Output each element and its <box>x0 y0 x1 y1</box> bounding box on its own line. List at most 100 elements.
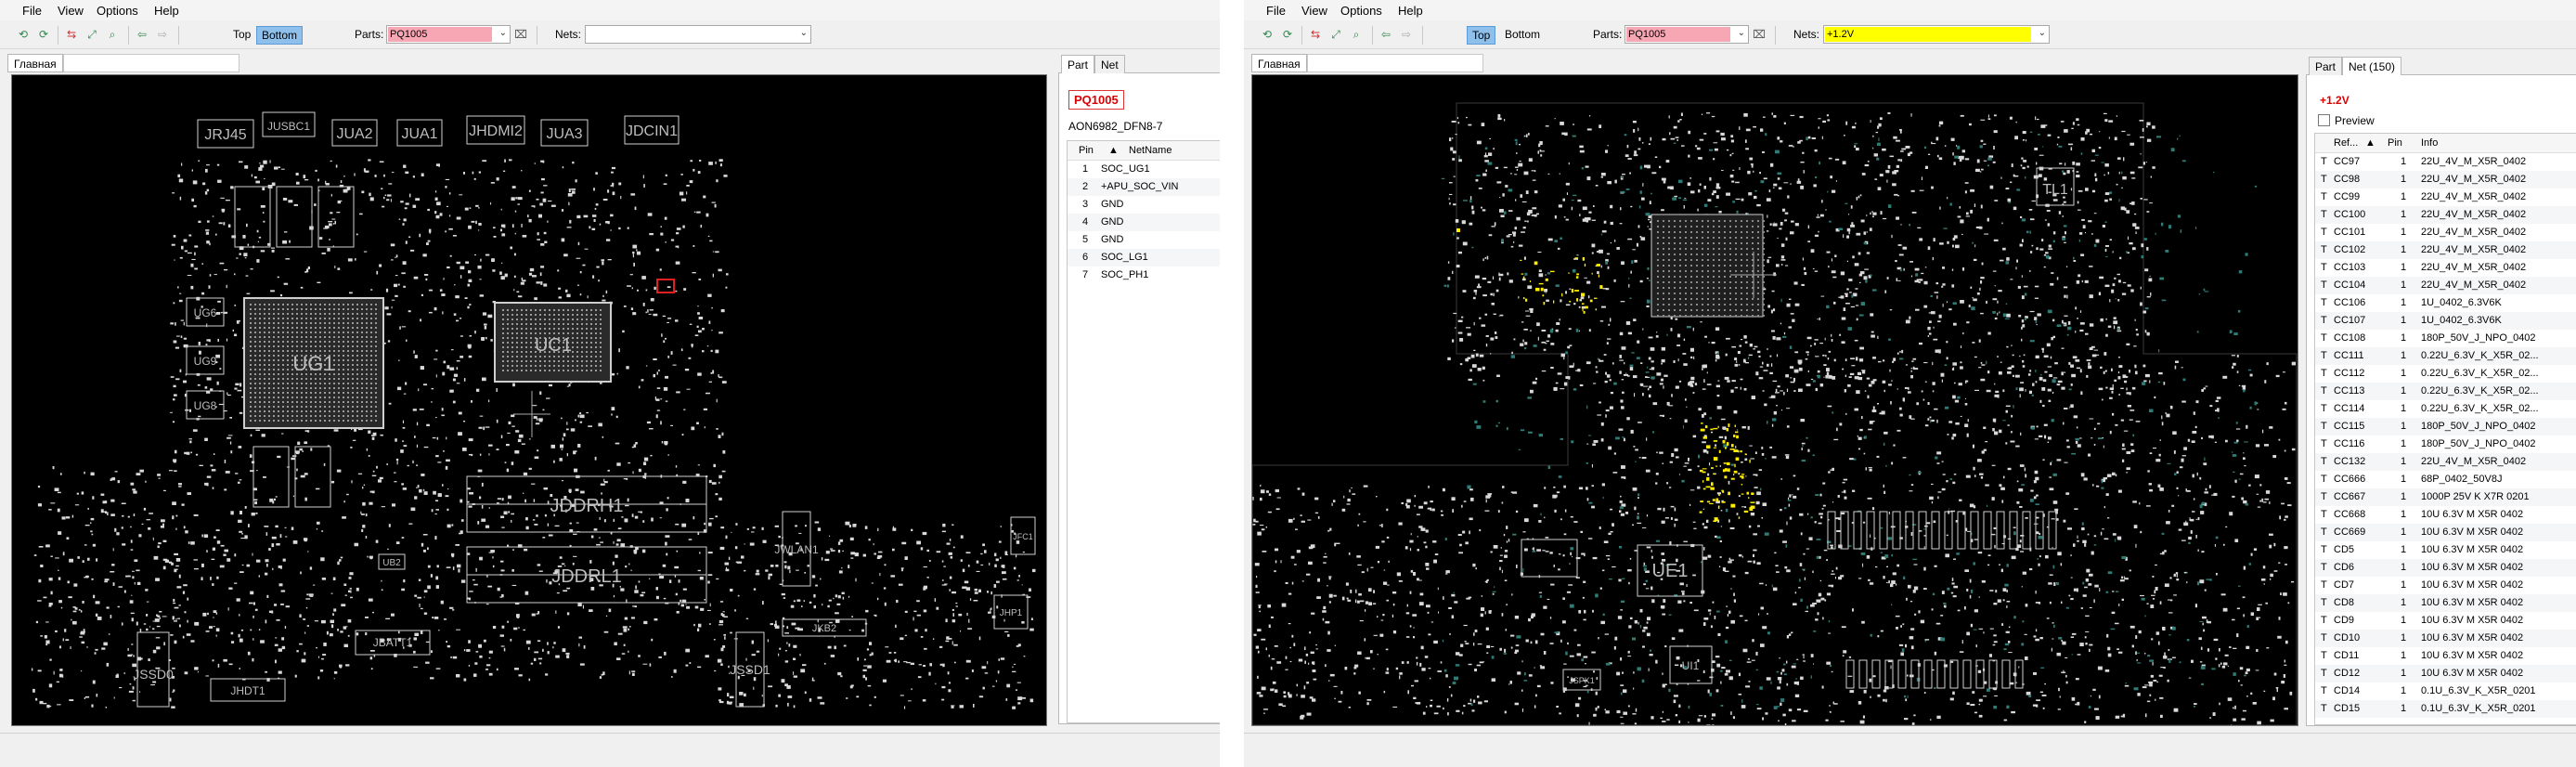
pad <box>578 643 580 647</box>
pin-number: 7 <box>1082 269 1089 280</box>
zoom-in-icon[interactable]: ⟲ <box>18 28 29 41</box>
pad <box>2015 266 2017 270</box>
clear-filter-icon[interactable]: ⌧ <box>514 28 527 41</box>
pad <box>413 276 419 280</box>
chip-ball <box>530 346 532 348</box>
pad <box>2062 203 2065 205</box>
bga-ball <box>296 359 298 361</box>
side-bottom-button[interactable]: Bottom <box>256 26 304 45</box>
chevron-down-icon[interactable]: ⌄ <box>2038 28 2046 38</box>
pad <box>1506 235 1510 238</box>
menu-options[interactable]: Options <box>1340 4 1382 18</box>
pad <box>337 629 339 631</box>
parts-combo[interactable]: PQ1005 ⌄ <box>1625 25 1749 44</box>
menu-options[interactable]: Options <box>97 4 138 18</box>
connector-label: JUA1 <box>401 126 437 142</box>
tab-main[interactable]: Главная <box>1251 54 1307 72</box>
chip-ball <box>563 346 564 348</box>
forward-icon[interactable]: ⇨ <box>157 28 168 41</box>
zoom-out-icon[interactable]: ⟳ <box>1282 28 1293 41</box>
pad <box>598 422 602 427</box>
bga-ball <box>296 308 298 310</box>
menu-file[interactable]: File <box>1266 4 1286 18</box>
pad <box>1586 217 1591 221</box>
pad <box>1477 368 1482 371</box>
pad <box>1930 311 1935 315</box>
pad <box>1610 241 1612 244</box>
back-icon[interactable]: ⇦ <box>136 28 148 41</box>
menu-help[interactable]: Help <box>154 4 179 18</box>
pad <box>721 614 725 618</box>
pad <box>1810 249 1815 254</box>
pad <box>795 627 799 630</box>
chip-ball <box>539 314 541 316</box>
side-top-button[interactable]: Top <box>1467 26 1496 45</box>
side-top-button[interactable]: Top <box>233 28 252 41</box>
pad <box>445 465 448 470</box>
pad <box>1001 565 1005 568</box>
pad <box>419 233 421 238</box>
zoom-area-icon[interactable]: ⌕ <box>109 28 116 41</box>
zoom-in-icon[interactable]: ⟲ <box>1262 28 1273 41</box>
tab-main[interactable]: Главная <box>7 54 63 72</box>
pad <box>1473 321 1475 326</box>
menu-help[interactable]: Help <box>1398 4 1423 18</box>
pad <box>2052 231 2056 235</box>
pad <box>946 636 950 640</box>
parts-combo[interactable]: PQ1005 ⌄ <box>386 25 511 44</box>
bga-ball <box>324 364 326 366</box>
pad <box>281 637 285 641</box>
nets-combo[interactable]: +1.2V ⌄ <box>1823 25 2050 44</box>
pad <box>2146 211 2150 213</box>
chevron-down-icon[interactable]: ⌄ <box>1737 28 1745 38</box>
side-bottom-button[interactable]: Bottom <box>1505 28 1541 41</box>
chevron-down-icon[interactable]: ⌄ <box>498 28 507 38</box>
menu-view[interactable]: View <box>1301 4 1327 18</box>
back-icon[interactable]: ⇦ <box>1380 28 1392 41</box>
menu-view[interactable]: View <box>58 4 84 18</box>
bga-ball <box>264 341 265 343</box>
netname-column-header[interactable]: NetName <box>1129 145 1172 156</box>
pad <box>941 584 947 586</box>
chip-ball <box>586 346 588 348</box>
pad <box>2063 196 2065 199</box>
tab-part[interactable]: Part <box>1061 55 1095 73</box>
flip-icon[interactable]: ⇆ <box>66 28 77 41</box>
fit-icon[interactable]: ⤢ <box>1331 28 1340 41</box>
bga-ball <box>375 387 377 389</box>
pad <box>1848 230 1850 235</box>
tab-net[interactable]: Net <box>1094 55 1125 73</box>
chevron-down-icon[interactable]: ⌄ <box>799 28 808 38</box>
fit-icon[interactable]: ⤢ <box>87 28 97 41</box>
pad <box>697 171 701 174</box>
menu-file[interactable]: File <box>22 4 42 18</box>
pin-column-header[interactable]: Pin <box>1079 145 1094 156</box>
pad <box>890 575 896 578</box>
pad <box>1972 297 1974 299</box>
zoom-out-icon[interactable]: ⟳ <box>38 28 49 41</box>
pad <box>1595 366 1598 369</box>
flip-icon[interactable]: ⇆ <box>1310 28 1321 41</box>
pad <box>755 573 760 576</box>
pad <box>435 576 439 580</box>
pin-row[interactable]: 2+APU_SOC_VIN <box>1068 178 1220 196</box>
clear-filter-icon[interactable]: ⌧ <box>1753 28 1766 41</box>
zoom-area-icon[interactable]: ⌕ <box>1353 28 1360 41</box>
pad <box>171 706 175 708</box>
pad <box>207 612 209 616</box>
nets-combo[interactable]: ⌄ <box>585 25 811 44</box>
bga-ball <box>250 420 252 422</box>
pad <box>1992 161 1996 163</box>
pad <box>156 646 161 650</box>
forward-icon[interactable]: ⇨ <box>1401 28 1412 41</box>
